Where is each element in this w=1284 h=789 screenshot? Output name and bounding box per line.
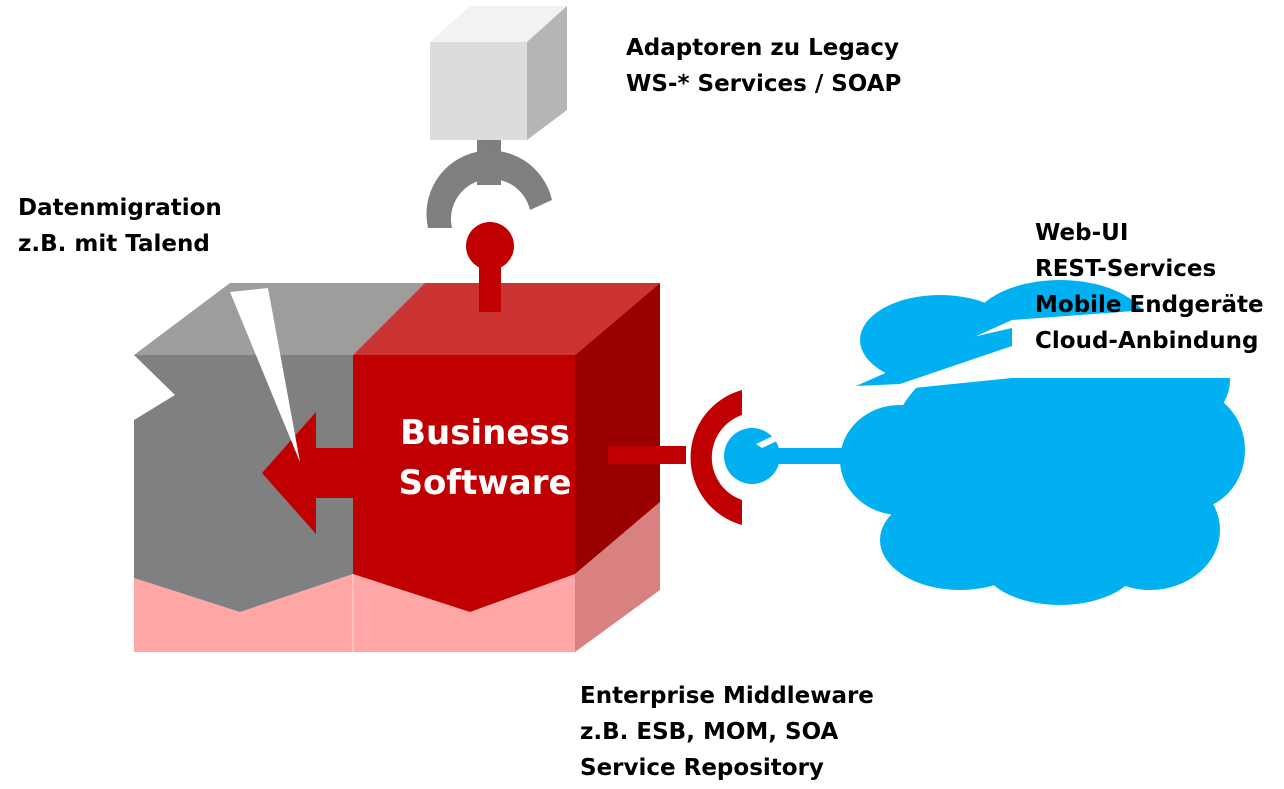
- business-software-line1: Business: [400, 413, 570, 453]
- cloud-plug-highlight: [756, 428, 792, 448]
- migration-block-front: [134, 355, 353, 612]
- business-software-label: Business Software: [370, 408, 600, 508]
- cloud-label: Web-UI REST-Services Mobile Endgeräte Cl…: [1035, 215, 1264, 359]
- legacy-box-top: [430, 6, 567, 42]
- middleware-base-side: [575, 502, 660, 652]
- cloud-label-gap: [845, 300, 1284, 395]
- middleware-label: Enterprise Middleware z.B. ESB, MOM, SOA…: [580, 678, 874, 786]
- cube-front: [353, 355, 575, 612]
- legacy-label: Adaptoren zu Legacy WS-* Services / SOAP: [626, 30, 901, 102]
- migration-callout-notch: [134, 355, 175, 420]
- migration-line2: z.B. mit Talend: [18, 231, 210, 257]
- migration-line1: Datenmigration: [18, 195, 222, 221]
- legacy-box-front: [430, 42, 527, 140]
- legacy-socket: [426, 150, 552, 228]
- cube-top-plug-ball: [466, 222, 514, 270]
- cube-side-stem: [608, 446, 686, 464]
- middleware-base: [134, 502, 660, 652]
- cloud-plug-ball: [724, 428, 780, 484]
- legacy-box-side: [527, 6, 567, 140]
- middleware-line1: Enterprise Middleware: [580, 683, 874, 709]
- middleware-line3: Service Repository: [580, 755, 824, 781]
- migration-callout: [230, 288, 300, 462]
- middleware-line2: z.B. ESB, MOM, SOA: [580, 719, 839, 745]
- cloud-line1: Web-UI: [1035, 220, 1129, 246]
- cloud-wisp: [856, 328, 1012, 386]
- migration-label: Datenmigration z.B. mit Talend: [18, 190, 222, 262]
- migration-arrow: [262, 412, 353, 534]
- cube-top: [353, 283, 660, 355]
- cloud-line2: REST-Services: [1035, 256, 1217, 282]
- cube-side: [575, 283, 660, 574]
- migration-block-top: [134, 283, 425, 355]
- cloud-line3: Mobile Endgeräte: [1035, 292, 1264, 318]
- legacy-line2: WS-* Services / SOAP: [626, 71, 902, 97]
- migration-block: [134, 283, 425, 612]
- legacy-box: [430, 6, 567, 140]
- legacy-line1: Adaptoren zu Legacy: [626, 35, 900, 61]
- cube-side-socket: [690, 390, 742, 525]
- cloud-line4: Cloud-Anbindung: [1035, 328, 1259, 354]
- business-software-line2: Software: [398, 463, 572, 503]
- business-software-cube: [353, 283, 660, 612]
- middleware-base-front: [134, 574, 575, 652]
